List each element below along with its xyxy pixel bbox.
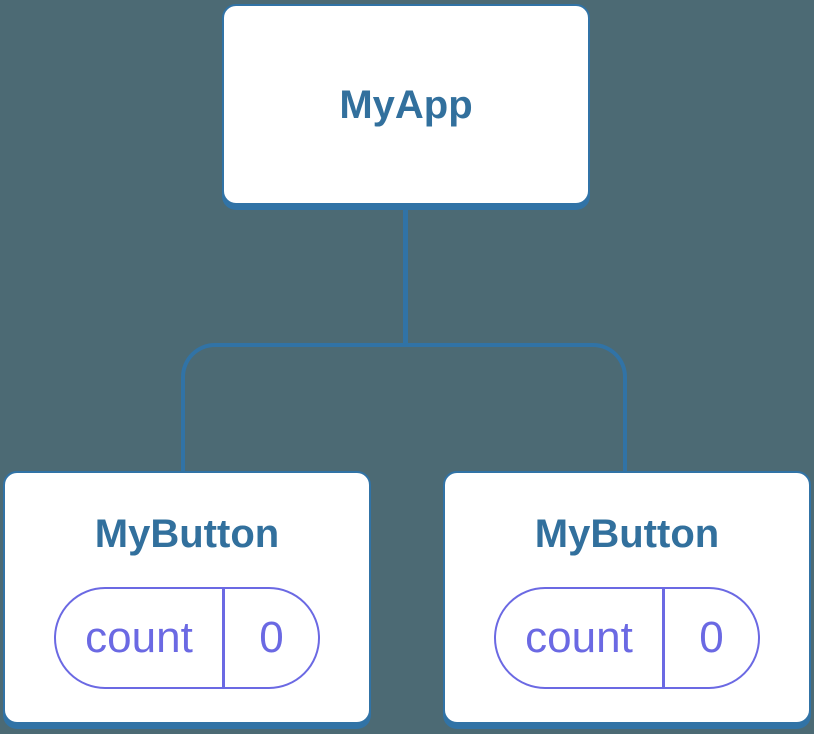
node-mybutton-left: MyButton count 0 [3, 471, 371, 724]
node-mybutton-right: MyButton count 0 [443, 471, 811, 724]
state-value-left: 0 [259, 613, 284, 662]
node-myapp: MyApp [222, 4, 590, 205]
state-pill-right: count 0 [494, 587, 760, 689]
state-value-right: 0 [699, 613, 724, 662]
node-mybutton-right-label: MyButton [534, 512, 720, 556]
state-pill-left: count 0 [54, 587, 320, 689]
state-key-right: count [496, 589, 665, 687]
node-myapp-label: MyApp [339, 82, 473, 127]
node-mybutton-left-label: MyButton [94, 512, 280, 556]
state-key-left: count [56, 589, 225, 687]
edge-root-to-branch [403, 205, 408, 345]
edge-branch-to-children [181, 343, 627, 471]
